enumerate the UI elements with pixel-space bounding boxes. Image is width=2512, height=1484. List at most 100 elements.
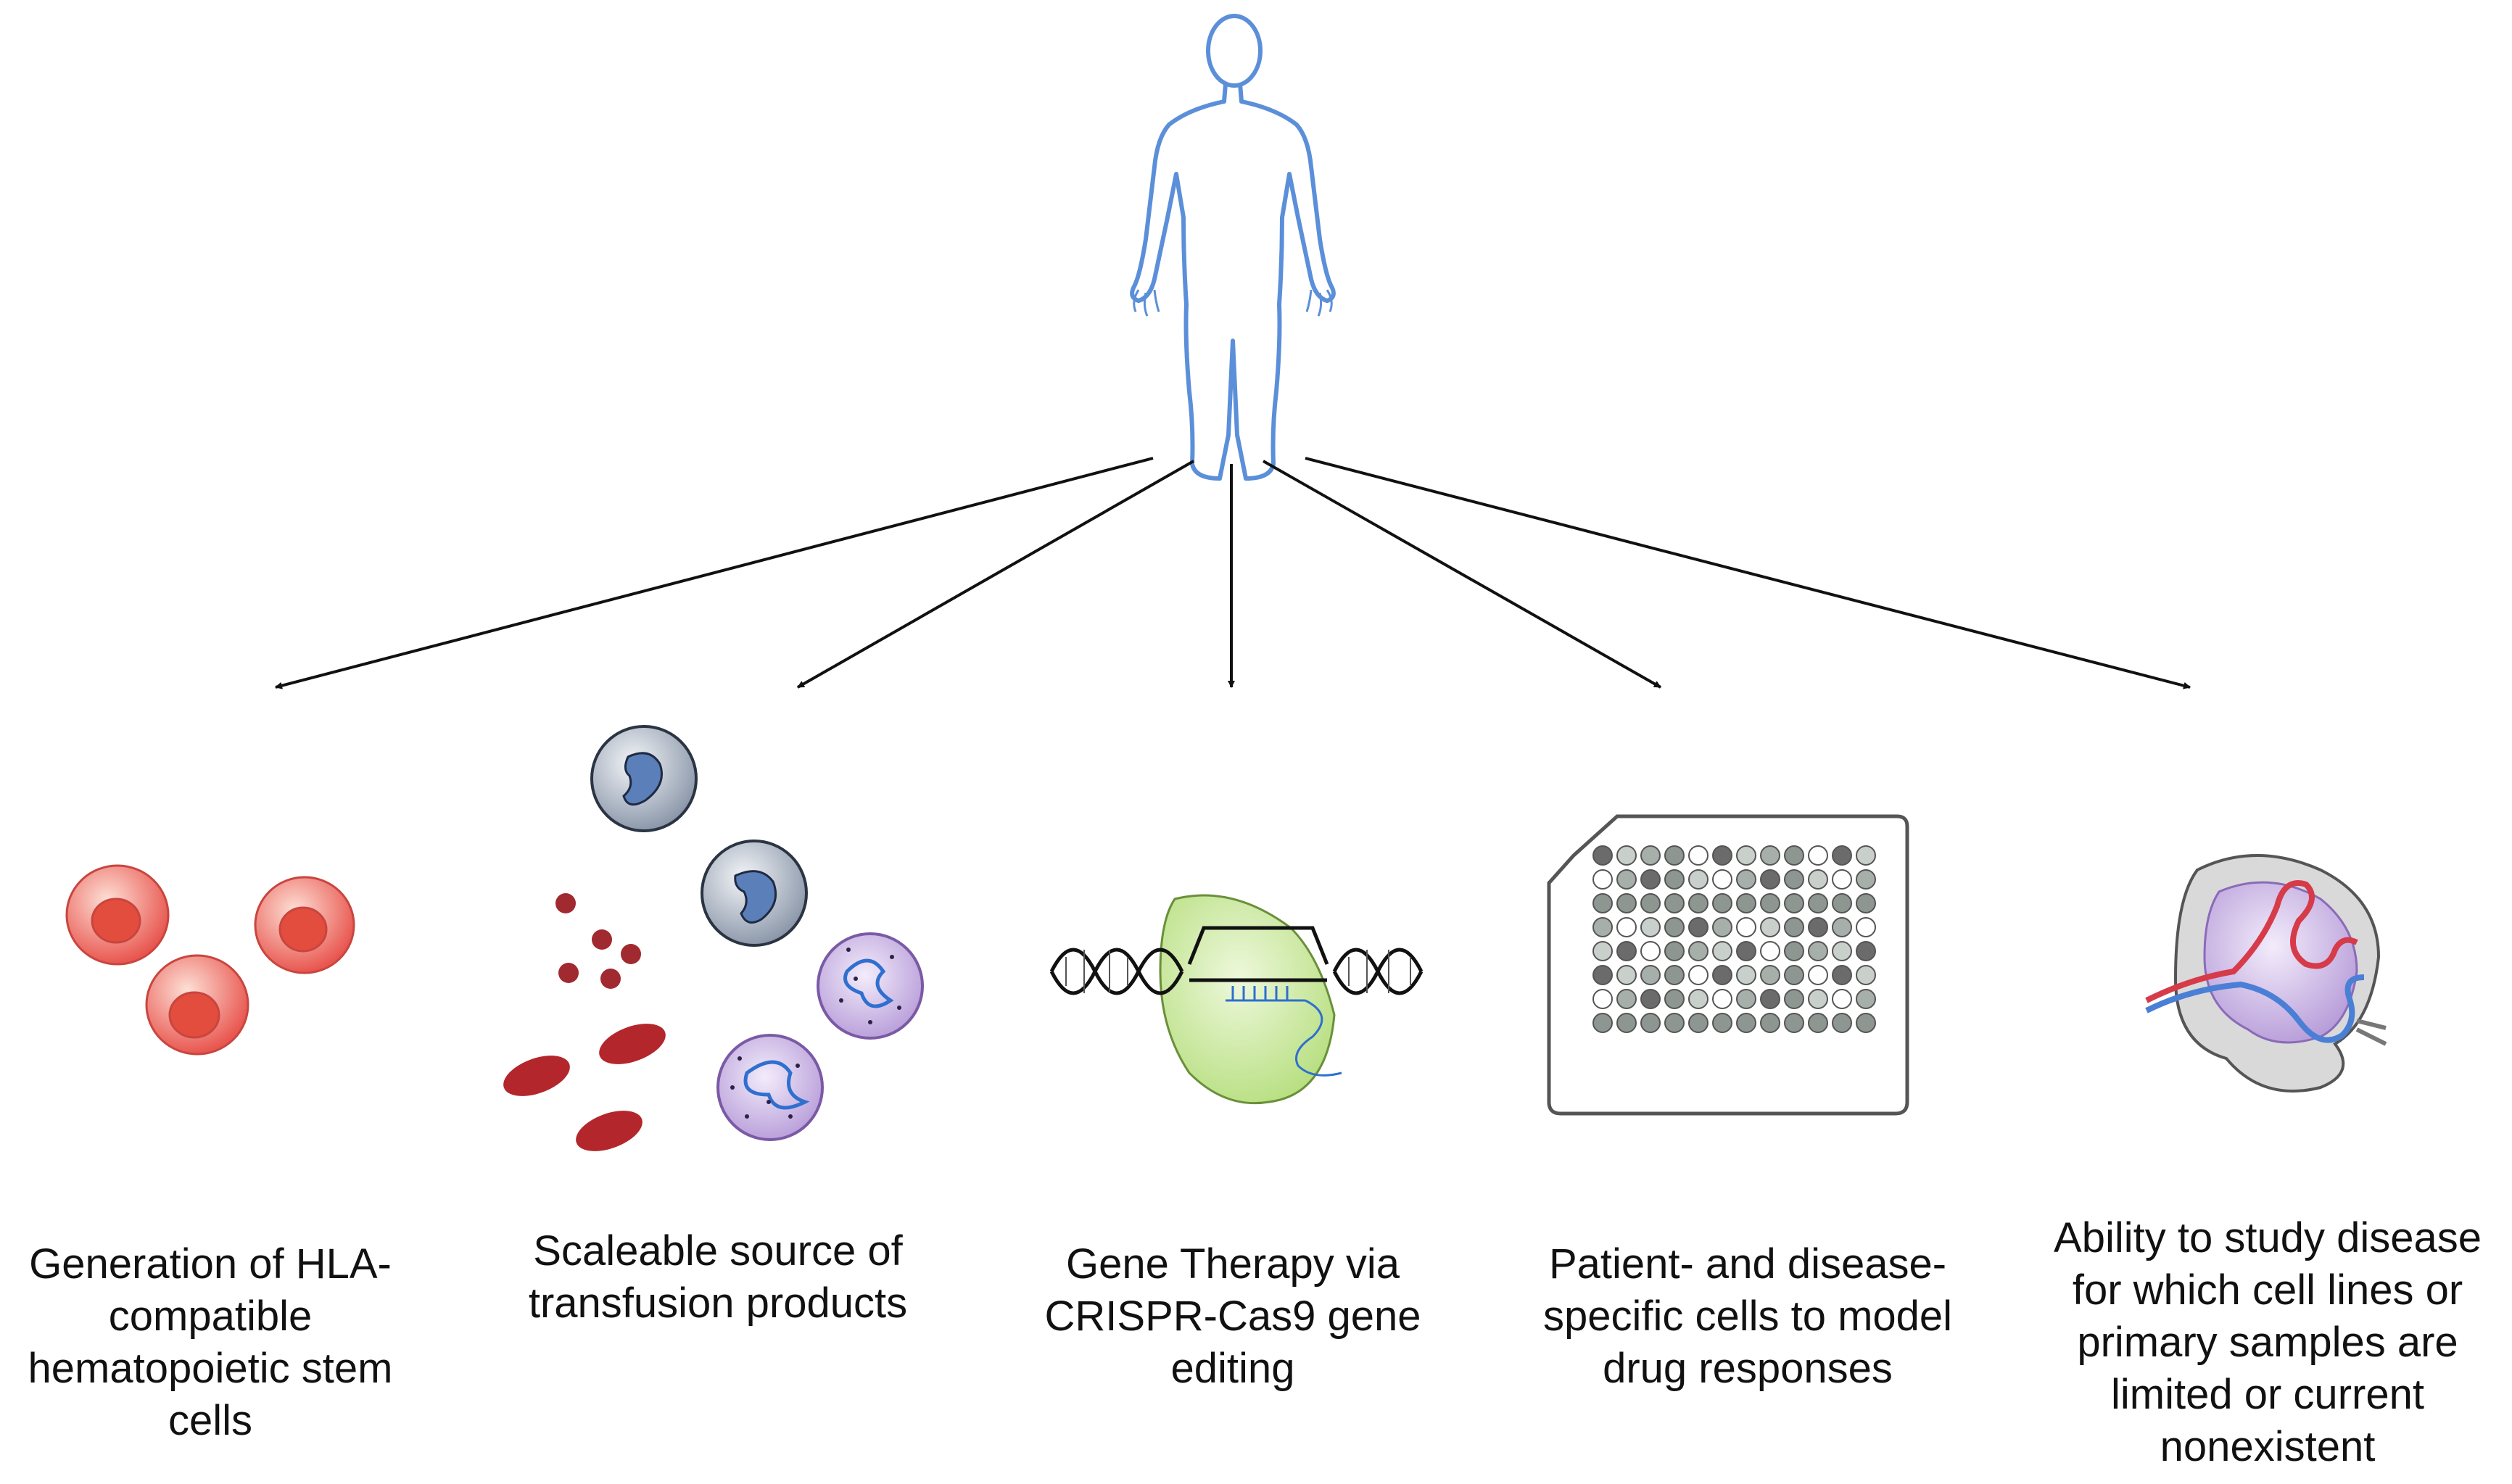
- plate-well: [1688, 845, 1709, 866]
- plate-well: [1592, 1013, 1613, 1033]
- plate-well: [1832, 845, 1852, 866]
- plate-well: [1808, 965, 1828, 985]
- plate-well: [1832, 869, 1852, 890]
- arrow-to-drug-response: [1263, 460, 1661, 689]
- plate-well: [1784, 893, 1804, 913]
- plate-well: [1712, 869, 1732, 890]
- plate-well: [1616, 1013, 1637, 1033]
- crispr-cas9-dna-icon: [1049, 894, 1424, 1105]
- plate-well: [1760, 917, 1780, 937]
- plate-well: [1616, 845, 1637, 866]
- plate-well: [1640, 845, 1661, 866]
- plate-well: [1760, 989, 1780, 1009]
- plate-well: [1832, 989, 1852, 1009]
- outcome-arrows: [275, 457, 2191, 689]
- plate-well: [1712, 1013, 1732, 1033]
- plate-well: [1784, 989, 1804, 1009]
- plate-well: [1664, 845, 1685, 866]
- plate-well: [1856, 941, 1876, 961]
- label-line: nonexistent: [2160, 1423, 2376, 1470]
- plate-well: [1856, 845, 1876, 866]
- multiwell-plate-icon: [1547, 814, 1909, 1116]
- plate-well: [1736, 1013, 1756, 1033]
- plate-well: [1712, 845, 1732, 866]
- human-body-outline-icon: [1130, 14, 1336, 481]
- label-line: Patient- and disease-: [1548, 1240, 1947, 1288]
- plate-well: [1640, 869, 1661, 890]
- outcome-label-gene-therapy: Gene Therapy via CRISPR-Cas9 gene editin…: [1008, 1238, 1458, 1395]
- plate-well: [1808, 845, 1828, 866]
- plate-well: [1808, 869, 1828, 890]
- plate-well: [1688, 869, 1709, 890]
- plate-well: [1712, 965, 1732, 985]
- plate-well: [1856, 989, 1876, 1009]
- plate-well: [1616, 965, 1637, 985]
- plate-well: [1592, 941, 1613, 961]
- plate-well: [1712, 917, 1732, 937]
- plate-well: [1592, 869, 1613, 890]
- plate-well: [1712, 941, 1732, 961]
- plate-well: [1808, 917, 1828, 937]
- spleen-organ-icon: [2145, 854, 2387, 1093]
- plate-well: [1856, 965, 1876, 985]
- plate-well: [1616, 869, 1637, 890]
- label-line: for which cell lines or: [2072, 1267, 2463, 1314]
- label-line: hematopoietic stem: [28, 1345, 393, 1392]
- outcome-label-study-disease: Ability to study disease for which cell …: [2023, 1212, 2512, 1473]
- plate-well: [1592, 965, 1613, 985]
- plate-well: [1664, 941, 1685, 961]
- label-line: compatible: [108, 1293, 313, 1340]
- label-line: Generation of HLA-: [29, 1240, 392, 1288]
- label-line: Gene Therapy via: [1066, 1240, 1400, 1288]
- label-line: Scaleable source of: [533, 1227, 903, 1274]
- plate-well: [1736, 845, 1756, 866]
- plate-well: [1664, 1013, 1685, 1033]
- plate-well: [1760, 941, 1780, 961]
- plate-well: [1832, 1013, 1852, 1033]
- plate-well: [1616, 941, 1637, 961]
- plate-well: [1664, 869, 1685, 890]
- plate-well: [1832, 941, 1852, 961]
- arrow-to-study-disease: [1305, 457, 2191, 689]
- plate-well: [1592, 845, 1613, 866]
- plate-well: [1856, 1013, 1876, 1033]
- plate-well: [1736, 965, 1756, 985]
- outcome-label-hla: Generation of HLA- compatible hematopoie…: [0, 1238, 421, 1447]
- label-line: editing: [1170, 1345, 1295, 1392]
- plate-well: [1736, 917, 1756, 937]
- plate-well: [1688, 989, 1709, 1009]
- plate-well: [1760, 893, 1780, 913]
- plate-well: [1832, 917, 1852, 937]
- plate-well: [1640, 1013, 1661, 1033]
- plate-well: [1688, 893, 1709, 913]
- plate-well: [1640, 893, 1661, 913]
- plate-well: [1856, 869, 1876, 890]
- plate-well: [1856, 917, 1876, 937]
- plate-well: [1664, 893, 1685, 913]
- plate-well: [1640, 989, 1661, 1009]
- arrow-to-hla: [275, 457, 1154, 689]
- plate-well: [1784, 965, 1804, 985]
- plate-well: [1808, 941, 1828, 961]
- plate-well: [1616, 917, 1637, 937]
- plate-well: [1808, 893, 1828, 913]
- plate-well: [1616, 893, 1637, 913]
- label-line: Ability to study disease: [2054, 1214, 2482, 1261]
- plate-well: [1784, 869, 1804, 890]
- plate-well: [1832, 893, 1852, 913]
- plate-well: [1592, 989, 1613, 1009]
- plate-well: [1784, 845, 1804, 866]
- plate-well: [1592, 917, 1613, 937]
- plate-well: [1736, 893, 1756, 913]
- plate-well: [1736, 869, 1756, 890]
- outcome-label-transfusion: Scaleable source of transfusion products: [493, 1225, 943, 1330]
- plate-well: [1688, 917, 1709, 937]
- red-stem-cells-icon: [65, 864, 355, 1056]
- label-line: transfusion products: [528, 1280, 908, 1327]
- plate-well: [1832, 965, 1852, 985]
- plate-well: [1760, 869, 1780, 890]
- label-line: primary samples are: [2077, 1319, 2458, 1366]
- plate-well: [1640, 965, 1661, 985]
